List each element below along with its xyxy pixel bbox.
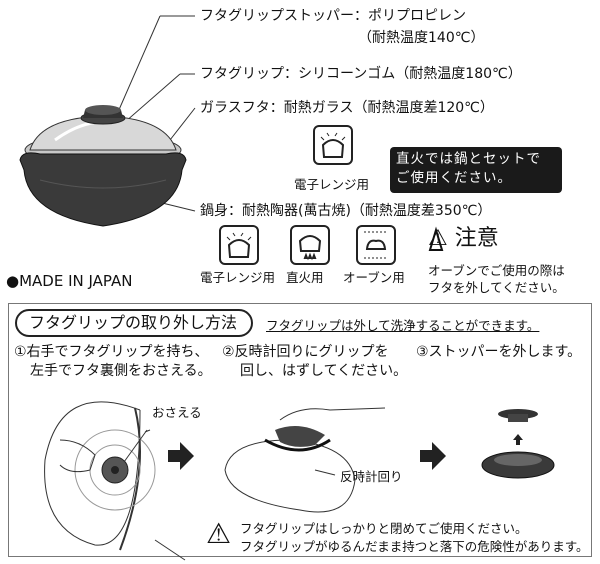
lid-microwave-caption: 電子レンジ用 xyxy=(294,177,370,192)
body-icon-caption-fire: 直火用 xyxy=(286,270,324,285)
lid-notice-line1: 直火では鍋とセットで xyxy=(396,151,541,167)
removal-subtitle: フタグリップは外して洗浄することができます。 xyxy=(266,318,540,333)
made-in-label: ●MADE IN JAPAN xyxy=(6,272,133,290)
press-label: おさえる xyxy=(152,405,202,420)
caution-line2: フタを外してください。 xyxy=(428,280,565,295)
caution-title: 注意 xyxy=(454,226,499,251)
step3: ③ストッパーを外します。 xyxy=(416,344,582,360)
caution-line1: オーブンでご使用の際は xyxy=(428,263,565,278)
step1-line2: 左手でフタ裏側をおさえる。 xyxy=(30,363,212,379)
warning-line2: フタグリップがゆるんだまま持つと落下の危険性があります。 xyxy=(240,539,589,554)
lid-notice-line2: ご使用ください。 xyxy=(396,170,512,186)
removal-section xyxy=(8,303,592,557)
ccw-label: 反時計回り xyxy=(340,469,403,484)
caution-title-wrap: ⚠ 注意 xyxy=(428,226,499,252)
microwave-icon xyxy=(219,225,259,265)
lid-notice: 直火では鍋とセットで ご使用ください。 xyxy=(390,147,562,193)
pot-illustration xyxy=(19,15,196,227)
warning-triangle-icon: ⚠ xyxy=(428,226,448,251)
step2-line1: ②反時計回りにグリップを xyxy=(222,344,389,360)
microwave-icon xyxy=(313,125,353,165)
grip-label: フタグリップ：シリコーンゴム（耐熱温度180℃） xyxy=(200,66,522,82)
body-icon-caption-microwave: 電子レンジ用 xyxy=(200,270,276,285)
stopper-temp: （耐熱温度140℃） xyxy=(358,30,485,46)
removal-title: フタグリップの取り外し方法 xyxy=(15,309,253,337)
direct-fire-icon xyxy=(290,225,330,265)
oven-icon xyxy=(356,225,396,265)
warning-line1: フタグリップはしっかりと閉めてご使用ください。 xyxy=(240,521,528,536)
body-label: 鍋身：耐熱陶器(萬古焼)（耐熱温度差350℃） xyxy=(200,203,492,219)
stopper-label: フタグリップストッパー：ポリプロピレン xyxy=(200,8,466,24)
glass-lid-label: ガラスフタ：耐熱ガラス（耐熱温度差120℃） xyxy=(200,100,494,116)
warning-triangle-icon: ⚠ xyxy=(206,517,232,550)
body-icon-caption-oven: オーブン用 xyxy=(343,270,405,285)
step1-line1: ①右手でフタグリップを持ち、 xyxy=(14,344,209,360)
step2-line2: 回し、はずしてください。 xyxy=(240,363,408,379)
